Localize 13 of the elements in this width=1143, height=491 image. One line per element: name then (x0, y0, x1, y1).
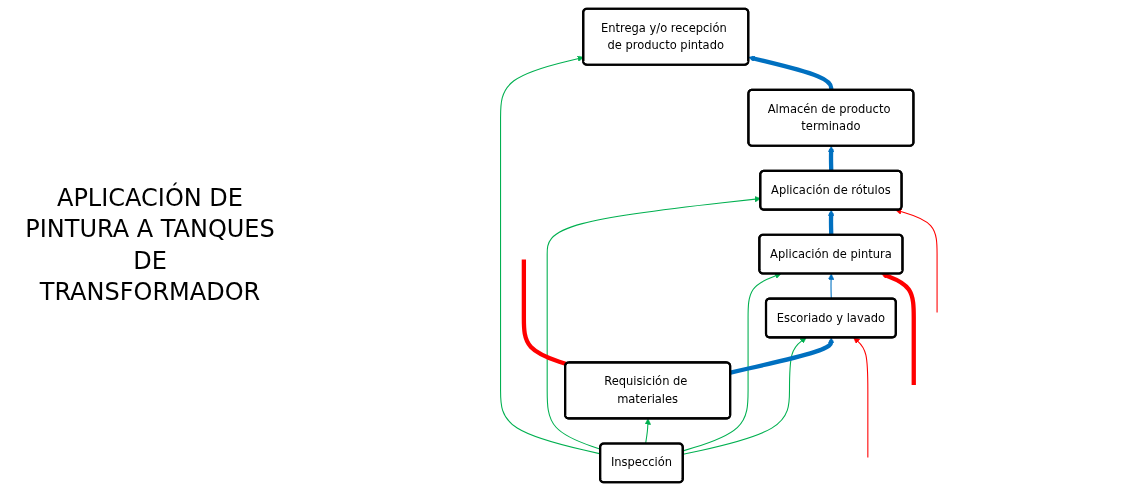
process-box: Inspección (599, 442, 684, 484)
arrow (682, 337, 807, 455)
diagram-title: APLICACIÓN DE PINTURA A TANQUES DE TRANSFORMADOR (24, 183, 276, 308)
arrow (853, 337, 869, 459)
process-box: Aplicación de pintura (758, 233, 904, 275)
arrow (546, 196, 761, 450)
process-box: Escoriado y lavado (764, 297, 897, 339)
arrow (895, 208, 938, 314)
process-box: Almacén de producto terminado (747, 88, 915, 147)
process-box: Entrega y/o recepción de producto pintado (582, 7, 750, 66)
process-box: Requisición de materiales (564, 361, 732, 420)
arrow (730, 337, 835, 375)
process-box: Aplicación de rótulos (759, 169, 903, 211)
